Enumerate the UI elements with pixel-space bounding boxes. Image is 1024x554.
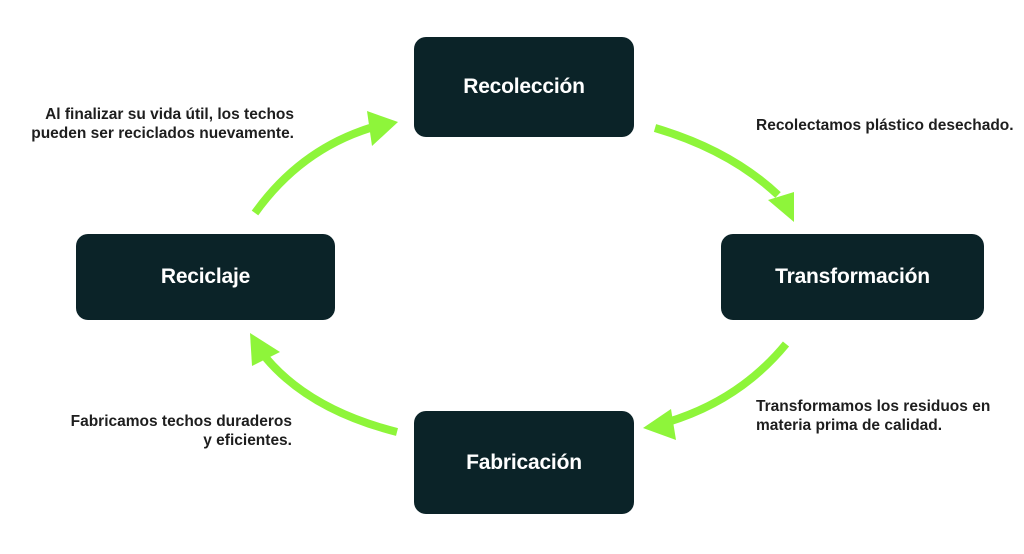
node-reciclaje-label: Reciclaje [160,265,251,288]
note-recoleccion-description: Recolectamos plástico desechado. [756,117,1014,134]
node-reciclaje: Reciclaje [76,234,335,320]
node-fabricacion: Fabricación [414,411,634,514]
arrow-transformacion-to-fabricacion [643,341,790,440]
arrow-recoleccion-to-transformacion [653,124,794,222]
note-transformacion-description: Transformamos los residuos en materia pr… [756,398,991,434]
note-fabricacion-description: Fabricamos techos duraderos y eficientes… [70,413,292,449]
node-transformacion-label: Transformación [775,265,930,288]
arrow-reciclaje-to-recoleccion [251,111,398,216]
arrow-fabricacion-to-reciclaje [250,333,398,436]
node-recoleccion: Recolección [414,37,634,137]
node-fabricacion-label: Fabricación [466,450,582,474]
node-recoleccion-label: Recolección [463,75,585,98]
node-transformacion: Transformación [721,234,984,320]
note-reciclaje-description: Al finalizar su vida útil, los techos pu… [31,106,294,142]
